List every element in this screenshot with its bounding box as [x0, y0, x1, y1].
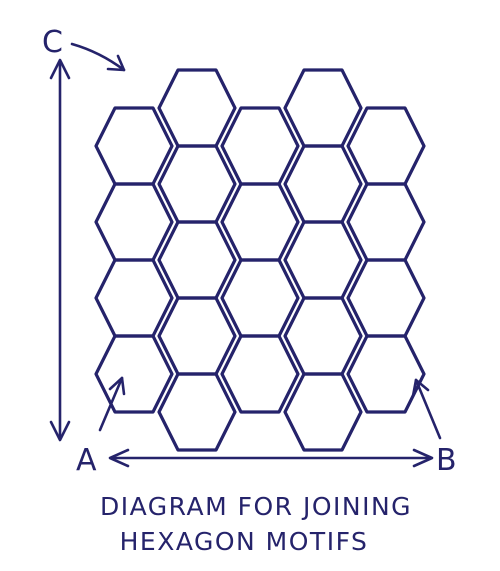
hexagon-motif — [346, 334, 426, 414]
hexagon-motif — [283, 144, 363, 224]
label-c: C — [42, 25, 63, 60]
hexagon-motif — [283, 296, 363, 376]
hexagon-grid — [94, 68, 426, 452]
hexagon-motif — [346, 106, 426, 186]
hexagon-motif — [94, 182, 174, 262]
hexagon-motif — [94, 258, 174, 338]
hexagon-motif — [157, 144, 237, 224]
hexagon-motif — [157, 296, 237, 376]
caption-line-1: DIAGRAM FOR JOINING — [100, 492, 412, 521]
hexagon-motif — [220, 258, 300, 338]
label-b: B — [436, 443, 457, 478]
hexagon-motif — [157, 220, 237, 300]
hexagon-motif — [220, 106, 300, 186]
label-a: A — [76, 443, 97, 478]
hexagon-motif — [283, 372, 363, 452]
dimension-arrows — [49, 42, 442, 468]
horizontal-dimension-arrow — [108, 448, 434, 468]
pointer-arrow-c — [70, 42, 126, 72]
hexagon-motif — [346, 258, 426, 338]
hexagon-motif — [346, 182, 426, 262]
hexagon-motif — [157, 68, 237, 148]
hexagon-motif — [94, 334, 174, 414]
caption-line-2: HEXAGON MOTIFS — [120, 527, 369, 556]
hexagon-motif — [220, 334, 300, 414]
hexagon-motif — [283, 220, 363, 300]
vertical-dimension-arrow — [49, 58, 71, 442]
hexagon-motif — [220, 182, 300, 262]
hexagon-motif — [94, 106, 174, 186]
hexagon-motif — [157, 372, 237, 452]
hexagon-motif — [283, 68, 363, 148]
pointer-arrow-a — [98, 376, 126, 432]
pointer-arrow-b — [411, 378, 442, 440]
